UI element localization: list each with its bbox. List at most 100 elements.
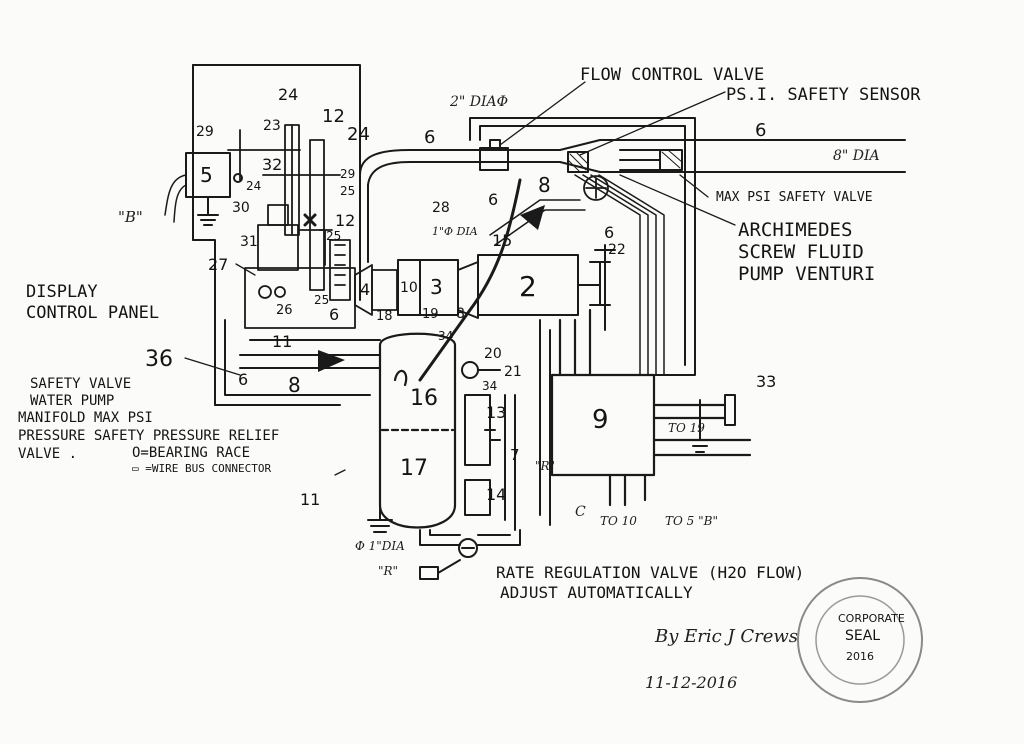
label-8-upper: 8	[538, 173, 551, 197]
bearing-race-legend: O=BEARING RACE	[132, 445, 250, 461]
label-20: 20	[484, 346, 502, 362]
label-6-mid: 6	[488, 190, 498, 209]
psi-safety-sensor	[567, 151, 589, 173]
label-25-b: 25	[326, 229, 341, 243]
tank-16-17	[378, 332, 457, 529]
safety-label-1: SAFETY VALVE	[30, 376, 131, 392]
return-pipe	[419, 319, 551, 546]
label-2: 2	[519, 270, 537, 303]
label-3: 3	[430, 275, 443, 299]
label-7: 7	[510, 446, 520, 464]
label-34-a: 34	[438, 329, 453, 343]
one-inch-dia-mid-label: 1"Φ DIA	[432, 225, 478, 238]
bearing-assembly-27	[244, 264, 398, 329]
label-5: 5	[200, 163, 213, 187]
label-29-right: 29	[340, 167, 355, 181]
label-8-mid: 8	[456, 306, 465, 322]
column-13-14	[461, 361, 516, 531]
label-34-b: 34	[482, 379, 497, 393]
label-30: 30	[232, 200, 250, 216]
to-10-label: TO 10	[600, 514, 637, 528]
safety-label-4: PRESSURE SAFETY PRESSURE RELIEF	[18, 428, 279, 444]
inventor-signature: By Eric J Crews	[654, 626, 798, 647]
archimedes-label-1: ARCHIMEDES	[738, 219, 852, 241]
label-11-upper: 11	[272, 332, 292, 351]
label-36: 36	[145, 347, 173, 372]
flow-arrow-lower	[318, 350, 345, 372]
label-17: 17	[400, 456, 428, 481]
eight-inch-dia-label: 8" DIA	[833, 148, 880, 164]
pressure-line-8	[418, 178, 522, 382]
terminal-33	[724, 394, 736, 426]
label-24-top: 24	[278, 85, 298, 104]
label-6-right: 6	[755, 120, 766, 141]
c-terminal-label: C	[575, 504, 586, 520]
rate-regulation-valve	[419, 538, 478, 580]
leader-lines	[184, 81, 736, 476]
label-33: 33	[756, 372, 776, 391]
max-psi-safety-valve	[619, 149, 683, 171]
to-5b-label: TO 5 "B"	[665, 514, 718, 528]
component-labels: 2 3 4 5 6 6 6 6 6 6 7 8 8 8 9 10 11 11 1…	[145, 85, 776, 509]
wire-bus-legend: ▭ =WIRE BUS CONNECTOR	[132, 462, 271, 475]
label-18: 18	[376, 309, 393, 324]
seal-text-1: CORPORATE	[838, 612, 905, 625]
label-6-top: 6	[424, 127, 435, 148]
callout-labels: FLOW CONTROL VALVE PS.I. SAFETY SENSOR 2…	[18, 65, 921, 602]
label-24-right: 24	[347, 124, 370, 145]
archimedes-label-2: SCREW FLUID	[738, 241, 864, 263]
archimedes-label-3: PUMP VENTURI	[738, 263, 875, 285]
corporate-seal: CORPORATE SEAL 2016	[797, 577, 923, 703]
one-inch-dia-bottom-label: Φ 1"DIA	[355, 539, 405, 553]
seal-text-2: SEAL	[845, 628, 880, 644]
flow-arrow-upper	[520, 205, 545, 230]
label-22: 22	[608, 242, 626, 258]
max-psi-safety-valve-label: MAX PSI SAFETY VALVE	[716, 190, 873, 205]
component-5-box	[164, 152, 243, 226]
label-15: 15	[492, 231, 512, 250]
rate-regulation-label-2: ADJUST AUTOMATICALLY	[500, 583, 693, 602]
label-24-small: 24	[246, 179, 261, 193]
display-label-1: DISPLAY	[26, 282, 98, 302]
display-label-2: CONTROL PANEL	[26, 303, 159, 323]
label-6-lower: 6	[238, 370, 248, 389]
label-32: 32	[262, 155, 282, 174]
label-16: 16	[410, 386, 438, 411]
label-28: 28	[432, 200, 450, 216]
two-inch-dia-label: 2" DIAΦ	[449, 94, 508, 110]
label-25-a: 25	[340, 184, 355, 198]
motor-block-2	[477, 254, 611, 316]
to-19-label: TO 19	[668, 421, 705, 435]
label-12-top: 12	[322, 106, 345, 127]
safety-label-5: VALVE .	[18, 446, 77, 462]
flow-control-valve	[479, 139, 509, 171]
psi-safety-sensor-label: PS.I. SAFETY SENSOR	[726, 85, 921, 105]
archimedes-screw-pipes	[489, 174, 665, 376]
r-terminal-label-bottom: "R"	[378, 564, 398, 578]
label-8-lower: 8	[288, 373, 301, 397]
safety-label-3: MANIFOLD MAX PSI	[18, 410, 153, 426]
rate-regulation-label-1: RATE REGULATION VALVE (H2O FLOW)	[496, 563, 804, 582]
b-terminal-label: "B"	[118, 208, 143, 226]
label-9: 9	[592, 405, 609, 435]
label-12-mid: 12	[335, 211, 355, 230]
lower-left-piping	[224, 319, 381, 396]
upper-mechanism	[227, 124, 351, 301]
safety-label-2: WATER PUMP	[30, 393, 114, 409]
coupling-22	[594, 244, 616, 331]
label-6-assembly: 6	[329, 305, 339, 324]
signature-date: 11-12-2016	[645, 673, 737, 692]
label-6-venturi: 6	[604, 223, 614, 242]
label-10: 10	[400, 280, 418, 296]
main-pipe-loop	[359, 117, 906, 376]
ground-symbols	[367, 399, 711, 533]
label-13: 13	[486, 403, 506, 422]
label-4: 4	[360, 280, 370, 299]
flow-control-valve-label: FLOW CONTROL VALVE	[580, 65, 764, 85]
control-box-9	[550, 308, 752, 507]
label-19: 19	[422, 307, 439, 322]
label-23: 23	[263, 118, 281, 134]
label-27: 27	[208, 255, 228, 274]
